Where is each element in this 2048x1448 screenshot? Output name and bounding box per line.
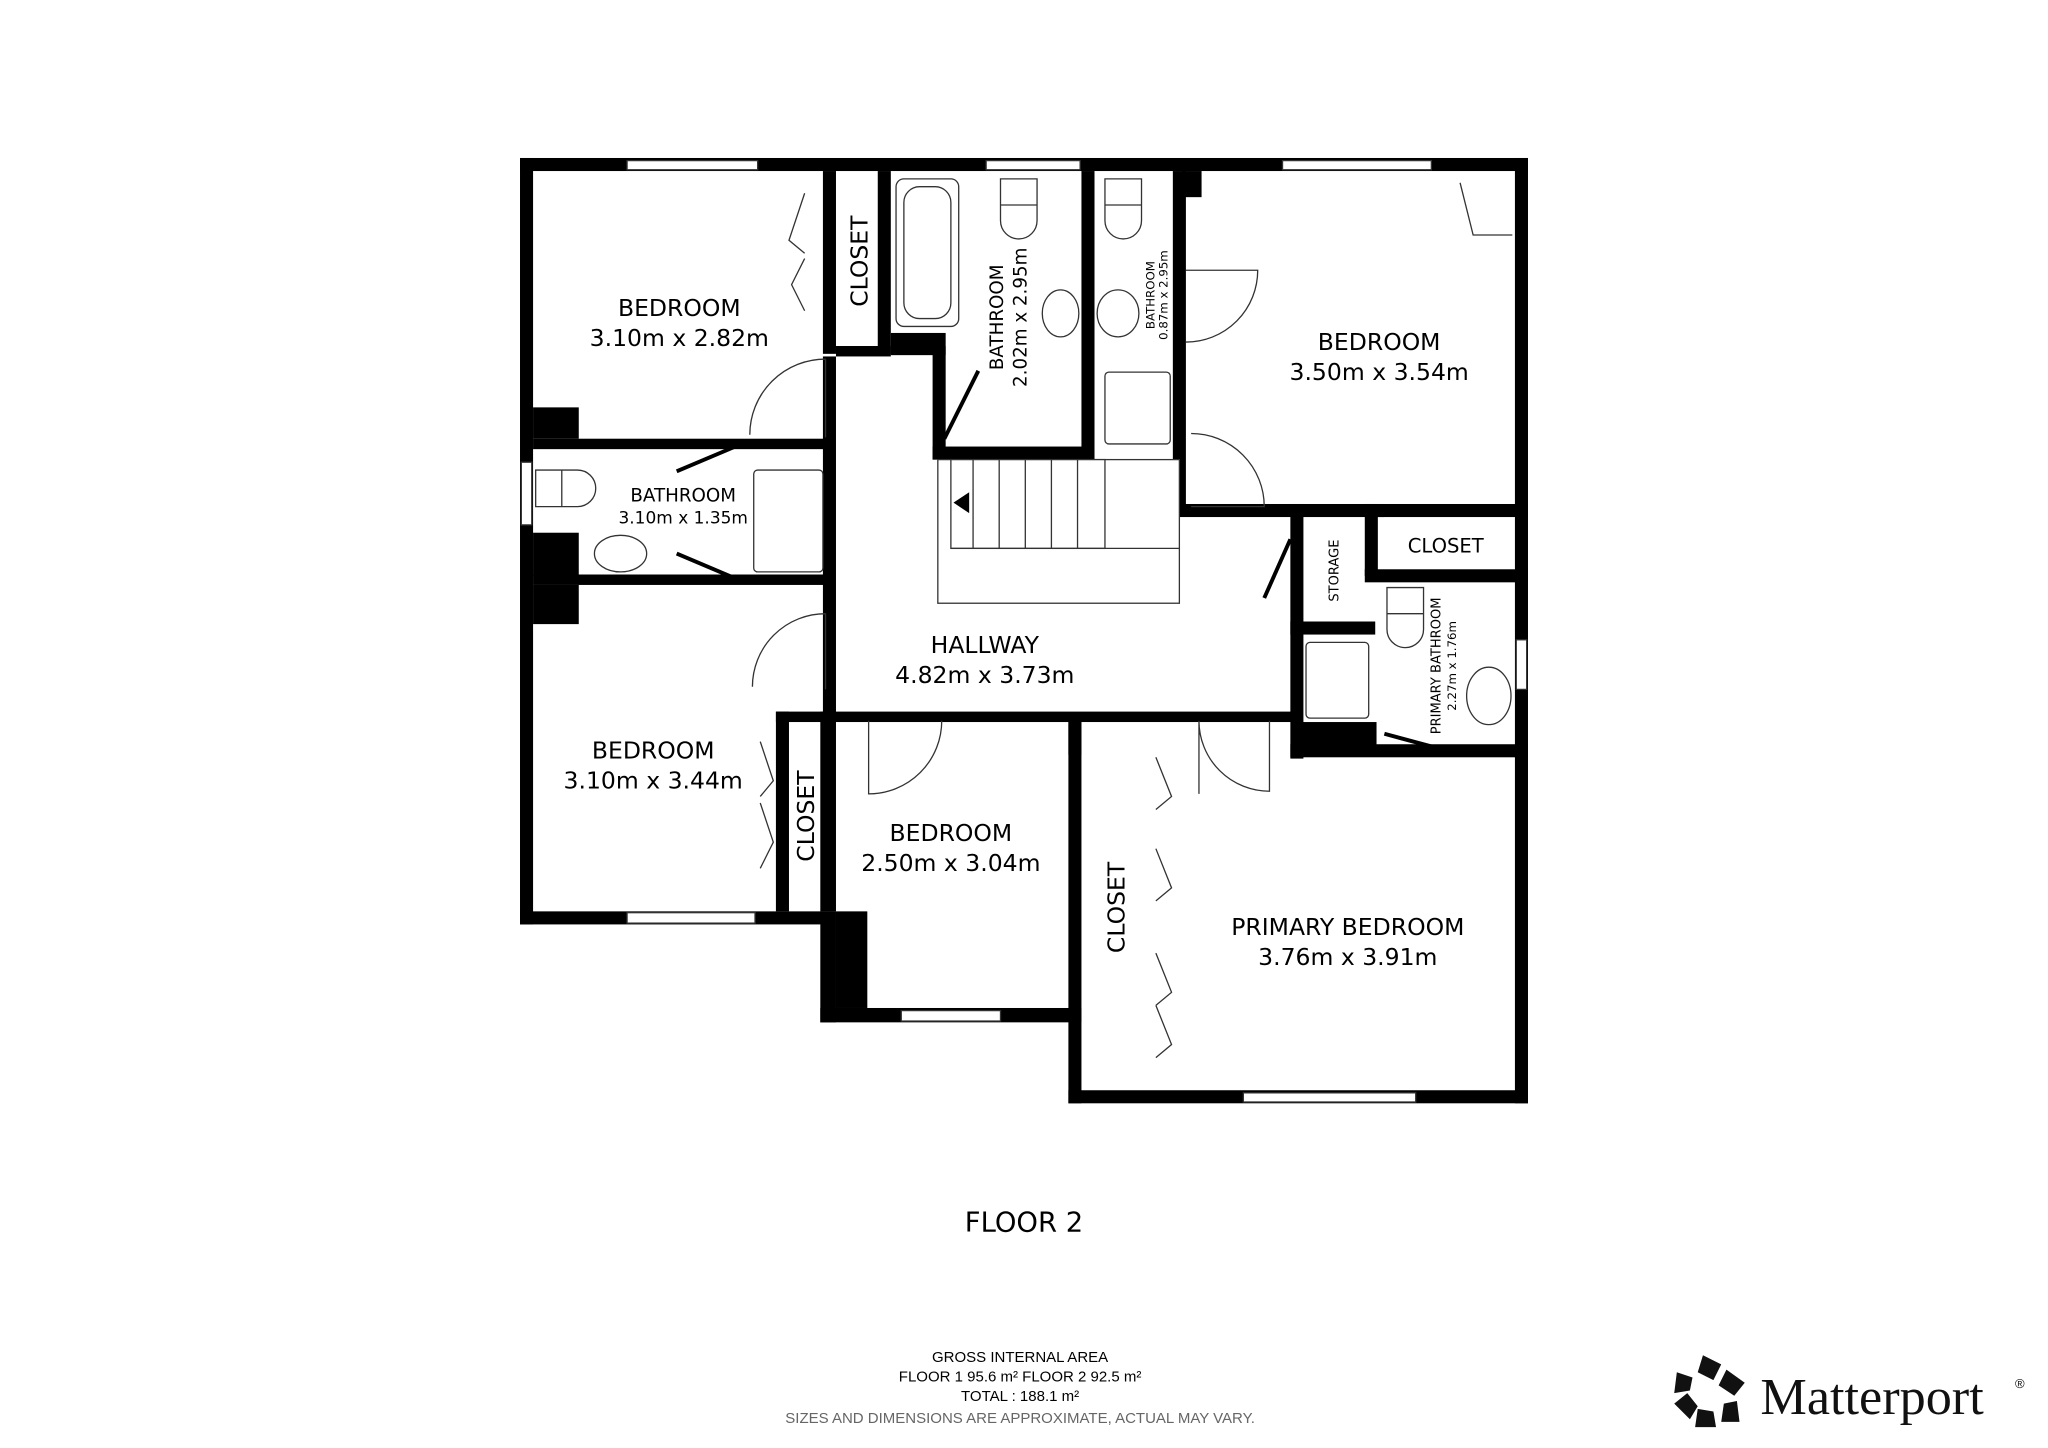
room-name: BEDROOM	[1318, 328, 1441, 356]
fixtures	[535, 178, 1512, 726]
room-dims: 2.02m x 2.95m	[1011, 248, 1032, 387]
brand-registered: ®	[2015, 1376, 2025, 1391]
room-dims: 2.27m x 1.76m	[1445, 621, 1459, 711]
footer-floors: FLOOR 1 95.6 m² FLOOR 2 92.5 m²	[899, 1368, 1142, 1385]
room-name: BEDROOM	[592, 737, 715, 765]
windows	[520, 159, 1528, 1103]
room-name: CLOSET	[792, 770, 820, 862]
room-name: PRIMARY BATHROOM	[1430, 597, 1445, 734]
floor-title: FLOOR 2	[965, 1207, 1083, 1238]
room-dims: 3.10m x 2.82m	[590, 324, 769, 352]
room-dims: 3.10m x 1.35m	[618, 509, 747, 529]
room-name: PRIMARY BEDROOM	[1231, 913, 1464, 941]
brand-name: Matterport	[1760, 1368, 1984, 1426]
room-name: HALLWAY	[931, 631, 1040, 659]
stairs	[937, 458, 1181, 604]
room-dims: 2.50m x 3.04m	[861, 849, 1040, 877]
room-name: BEDROOM	[890, 819, 1013, 847]
room-name: BATHROOM	[1144, 261, 1158, 329]
matterport-logo: Matterport ®	[1674, 1355, 2025, 1428]
footer-heading: GROSS INTERNAL AREA	[932, 1349, 1108, 1366]
room-dims: 3.10m x 3.44m	[564, 767, 743, 795]
footer-total: TOTAL : 188.1 m²	[961, 1388, 1079, 1405]
room-dims: 3.50m x 3.54m	[1290, 358, 1469, 386]
room-name: CLOSET	[845, 215, 873, 307]
room-name: CLOSET	[1103, 861, 1131, 953]
room-name: BEDROOM	[618, 294, 741, 322]
room-dims: 3.76m x 3.91m	[1258, 943, 1437, 971]
room-name: CLOSET	[1408, 534, 1485, 557]
room-dims: 4.82m x 3.73m	[895, 661, 1074, 689]
room-name: BATHROOM	[630, 485, 736, 506]
doors	[675, 182, 1513, 1059]
footer-disclaimer: SIZES AND DIMENSIONS ARE APPROXIMATE, AC…	[785, 1410, 1255, 1427]
room-name: STORAGE	[1328, 540, 1343, 602]
matterport-mark-icon	[1674, 1355, 1745, 1428]
room-dims: 0.87m x 2.95m	[1157, 250, 1171, 340]
room-name: BATHROOM	[987, 264, 1008, 370]
